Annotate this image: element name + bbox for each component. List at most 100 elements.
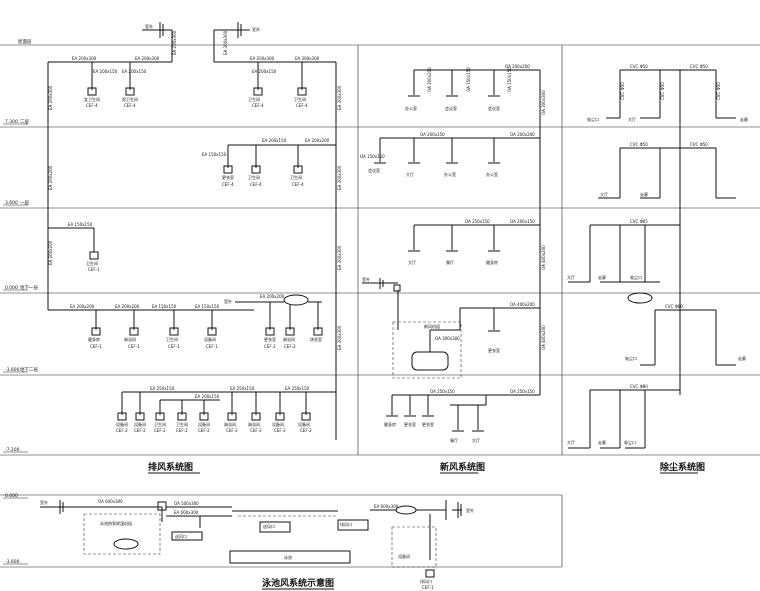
exhaust-fan-r2	[125, 87, 135, 96]
exhaust-left-riser-1: EA 200x300	[48, 85, 53, 110]
fresh-unit	[411, 351, 449, 371]
exhaust-fan-label-2f2: CEF-4	[250, 182, 262, 187]
exhaust-b1-fan-unit	[283, 294, 309, 306]
pool-frame	[0, 494, 563, 568]
exhaust-duct-label-b2a: EA 250x150	[150, 386, 175, 391]
pool-outdoor-right: 室外	[466, 507, 474, 513]
fresh-riser-label-1: OA 300x300	[541, 90, 546, 115]
exhaust-room-r3: 卫生间	[248, 96, 260, 102]
fresh-room-b2c: 更衣室	[422, 421, 434, 427]
level-b1: 地下一层	[20, 284, 38, 291]
exhaust-room-b1a: 健身房	[88, 336, 100, 342]
fresh-riser-label-2: OA 400x200	[541, 245, 546, 270]
fresh-duct-label-1f1: OA 250x150	[465, 219, 490, 224]
exhaust-fan-label-b1a: CEF-1	[90, 344, 102, 349]
exhaust-right-riser-3: EA 300x300	[337, 245, 342, 270]
exhaust-fan-b2g	[251, 412, 261, 421]
fresh-room-1f3: 健身房	[486, 259, 498, 265]
exhaust-fan-b1c	[169, 327, 179, 336]
exhaust-room-b1e: 更衣室	[264, 336, 276, 342]
fresh-unit-label: 新风机组	[424, 323, 440, 329]
fresh-branch-r3: OA 150x150	[507, 67, 512, 92]
fresh-duct-label-1f2: OA 200x150	[510, 219, 535, 224]
exhaust-fan-b1d	[207, 327, 217, 336]
dust-system: CVC Φ50 CVC Φ50 CVC Φ50 CVC Φ50 CVC Φ50 …	[567, 64, 748, 474]
fresh-duct-label-2f2: OA 200x200	[510, 132, 535, 137]
pool-outdoor-left: 室外	[40, 499, 48, 505]
exhaust-duct-label-r2: EA 200x300	[135, 56, 160, 61]
exhaust-fan-b1g	[313, 327, 323, 336]
exhaust-room-r2: 男卫生间	[122, 96, 138, 102]
exhaust-room-b2d: 卫生间	[176, 421, 188, 427]
exhaust-duct-label-r7: EA 200x150	[252, 69, 277, 74]
level-2f: 二层	[20, 119, 29, 125]
pool-duct-ea1: EA 600x300	[174, 510, 199, 515]
dust-room-2f2: 走廊	[640, 191, 648, 197]
exhaust-room-2f2: 卫生间	[248, 174, 260, 180]
dust-branch-r3: CVC Φ50	[716, 82, 721, 100]
dust-title: 除尘系统图	[660, 461, 705, 473]
pool-unit-label: 泳池热泵除湿机组	[100, 520, 132, 526]
fresh-outdoor: 室外	[362, 276, 370, 282]
fresh-room-b1: 更衣室	[488, 347, 500, 353]
pool-unit-room	[83, 513, 161, 555]
exhaust-room-b2i: 设备间	[298, 421, 310, 427]
dust-duct-r2: CVC Φ50	[690, 64, 708, 69]
exhaust-fan-label-b1f: CEF-2	[284, 344, 296, 349]
dust-duct-b1: CVC Φ80	[665, 304, 683, 309]
exhaust-duct-label-b1c: EA 150x150	[152, 304, 177, 309]
exhaust-fan-b2h	[275, 412, 285, 421]
exhaust-room-b2a: 设备间	[116, 421, 128, 427]
dust-room-1f3: 吸尘口	[630, 274, 642, 280]
fresh-duct-label-2f1: OA 200x150	[420, 132, 445, 137]
pool-equip-room	[391, 526, 437, 568]
exhaust-fan-b2d	[177, 412, 187, 421]
pool-duct-oa2: OA 500x300	[174, 501, 199, 506]
exhaust-fan-label-r1: CEF-4	[86, 103, 98, 108]
exhaust-fan-label-2f3: CEF-4	[292, 182, 304, 187]
dust-room-1f1: 大厅	[567, 274, 575, 280]
exhaust-fan-label-r2: CEF-4	[124, 103, 136, 108]
exhaust-room-b2b: 设备间	[134, 421, 146, 427]
fresh-riser-label-3: OA 400x200	[541, 325, 546, 350]
dust-duct-b2: CVC Φ80	[630, 384, 648, 389]
exhaust-fan-label-b1d: CEF-1	[206, 344, 218, 349]
exhaust-fan-b2f	[227, 412, 237, 421]
pool-system: 室外 OA 600x300 泳池热泵除湿机组 OA 500x300 EA 600…	[40, 499, 474, 590]
dust-room-b2b: 走廊	[598, 439, 606, 445]
exhaust-riser-label-1: EA 200x300	[172, 30, 177, 55]
exhaust-fan-label-b1b: CEF-1	[128, 344, 140, 349]
exhaust-fan-label-r3: CEF-4	[252, 103, 264, 108]
pool-fan-room: 排风口	[420, 578, 432, 584]
fresh-room-1f1: 大厅	[408, 259, 416, 265]
fresh-room-b2e: 大厅	[472, 437, 480, 443]
exhaust-room-2f3: 卫生间	[290, 174, 302, 180]
level-labels: 屋面层 7.300 二层 3.600 一层 0.000 地下一层 -3.600 …	[3, 39, 38, 565]
fresh-title: 新风系统图	[440, 461, 485, 473]
exhaust-room-r1: 女卫生间	[84, 96, 100, 102]
fresh-room-b2a: 健身房	[384, 421, 396, 427]
pool-duct-oa1: OA 600x300	[98, 499, 123, 504]
exhaust-room-b1f: 淋浴间	[283, 336, 295, 342]
exhaust-riser-label-2: EA 300x300	[223, 30, 228, 55]
exhaust-left-riser-2: EA 200x200	[48, 165, 53, 190]
exhaust-fan-b2e	[199, 412, 209, 421]
fresh-room-2f3: 办公室	[444, 171, 456, 177]
level-elev-4: -3.600	[5, 367, 20, 373]
level-elev-2: 3.600	[5, 200, 18, 206]
fresh-room-b2b: 更衣室	[404, 421, 416, 427]
exhaust-room-r4: 卫生间	[294, 96, 306, 102]
exhaust-fan-2f1	[223, 165, 233, 174]
exhaust-fan-1f	[89, 251, 99, 260]
exhaust-fan-label-b2f: CEF-2	[226, 428, 238, 433]
exhaust-duct-label-b1d: EA 150x150	[195, 304, 220, 309]
exhaust-duct-label-2f2: EA 200x200	[305, 138, 330, 143]
exhaust-fan-r1	[87, 87, 97, 96]
exhaust-fan-label-b2d: CEF-2	[176, 428, 188, 433]
dust-room-b2c: 吸尘口	[624, 439, 636, 445]
dust-room-2f1: 大厅	[600, 191, 608, 197]
fresh-system: OA 300x300 OA 400x200 OA 400x200 OA 200x…	[360, 64, 546, 474]
dust-room-r1: 吸尘口	[587, 116, 599, 122]
exhaust-duct-label-2f1: EA 200x150	[262, 138, 287, 143]
exhaust-fan-label-b2e: CEF-2	[198, 428, 210, 433]
